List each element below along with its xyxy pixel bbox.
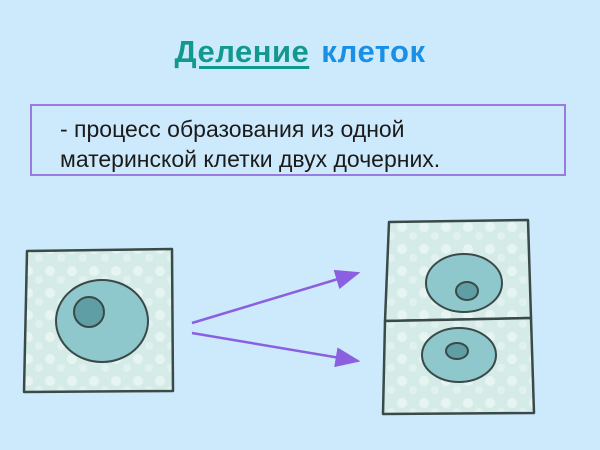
definition-line-1: - процесс образования из одной — [60, 116, 405, 142]
arrow-up-icon — [191, 269, 361, 325]
title-word-cells: клеток — [321, 34, 426, 69]
mother-nucleolus — [73, 296, 105, 328]
mother-cell — [22, 247, 175, 394]
slide-title: Деление клеток — [0, 34, 600, 70]
arrow-down-icon — [191, 331, 361, 368]
daughter-bottom-nucleolus — [445, 342, 469, 360]
daughter-cell-bottom — [381, 316, 536, 416]
definition-box: - процесс образования из одной материнск… — [30, 104, 566, 176]
title-word-division: Деление — [174, 34, 310, 69]
daughter-top-nucleolus — [455, 281, 479, 301]
daughter-cell-top — [383, 218, 533, 323]
division-arrows — [191, 269, 361, 368]
definition-line-2: материнской клетки двух дочерних. — [60, 146, 441, 172]
